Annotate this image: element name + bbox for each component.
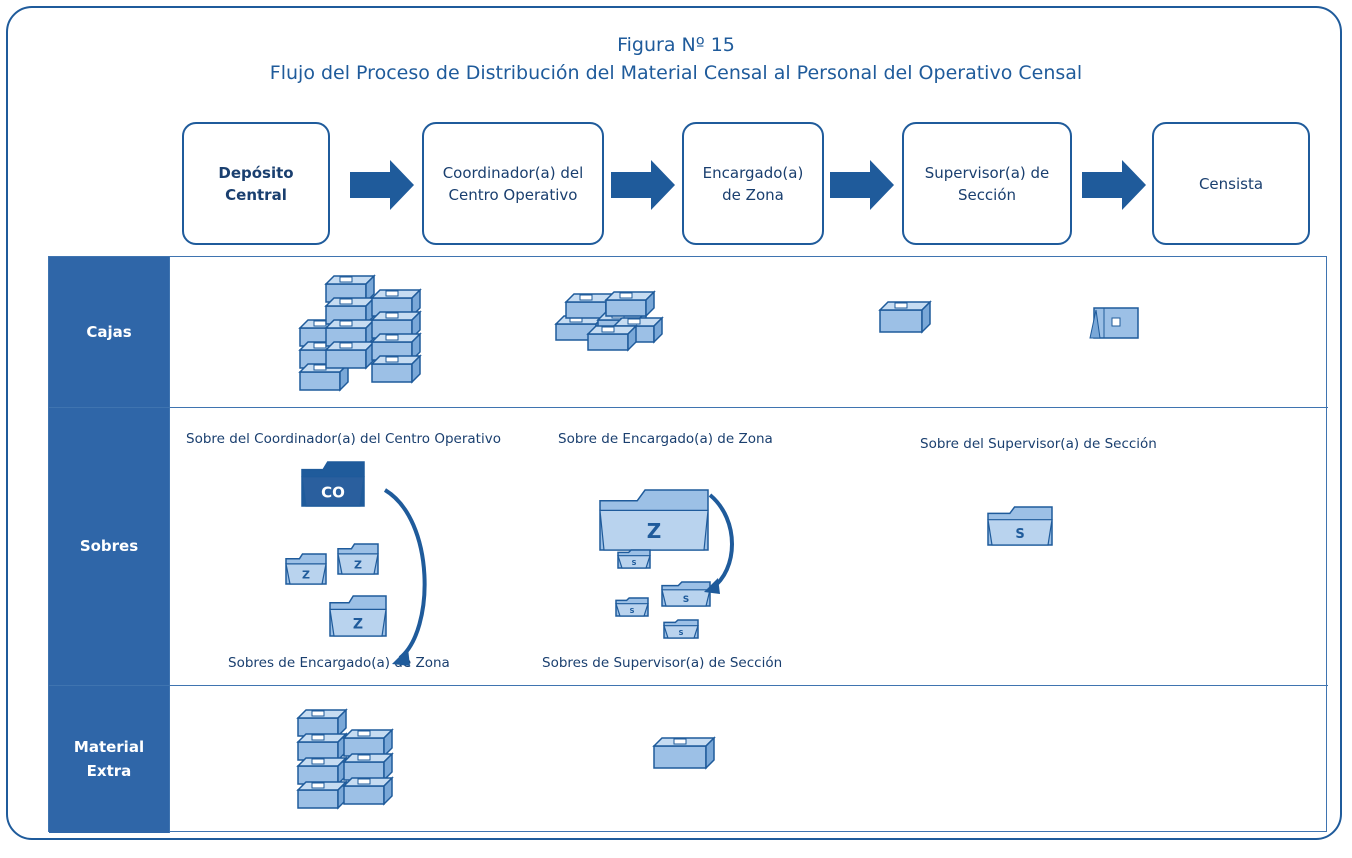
row-label-cajas: Cajas xyxy=(49,257,169,407)
section-envelope-icon: S xyxy=(615,597,649,617)
svg-text:Z: Z xyxy=(354,559,362,572)
row-label-sobres: Sobres xyxy=(49,407,169,685)
box-single-icon xyxy=(878,300,932,334)
flow-box-deposito-central: Depósito Central xyxy=(182,122,330,245)
svg-text:S: S xyxy=(631,559,636,567)
svg-text:S: S xyxy=(683,595,689,605)
row-label-material-extra: Material Extra xyxy=(49,685,169,833)
flow-box-encargado-zona: Encargado(a) de Zona xyxy=(682,122,824,245)
zone-envelope-icon: Z xyxy=(599,489,709,551)
section-envelope-icon: S xyxy=(663,619,699,639)
svg-text:Z: Z xyxy=(353,616,363,632)
row-divider xyxy=(49,685,1328,686)
flow-arrow-icon xyxy=(1082,160,1146,210)
caption-co-envelope: Sobre del Coordinador(a) del Centro Oper… xyxy=(186,431,501,447)
zone-envelope-icon: Z xyxy=(329,595,387,637)
zone-envelope-icon: Z xyxy=(337,543,379,575)
svg-text:S: S xyxy=(629,607,634,615)
svg-text:CO: CO xyxy=(321,483,345,501)
figure-title: Flujo del Proceso de Distribución del Ma… xyxy=(269,62,1083,84)
section-envelope-icon: S xyxy=(987,506,1053,546)
boxes-large-stack-icon xyxy=(298,274,422,392)
extra-boxes-stack-icon xyxy=(296,708,394,810)
caption-section-envelopes: Sobres de Supervisor(a) de Sección xyxy=(542,655,783,671)
curved-arrow-icon xyxy=(383,488,427,666)
briefcase-icon xyxy=(1089,307,1139,339)
flow-box-supervisor-seccion: Supervisor(a) de Sección xyxy=(902,122,1072,245)
caption-section-envelope: Sobre del Supervisor(a) de Sección xyxy=(920,436,1157,452)
caption-zone-envelope: Sobre de Encargado(a) de Zona xyxy=(558,431,773,447)
svg-text:S: S xyxy=(678,629,683,637)
flow-box-coordinador: Coordinador(a) del Centro Operativo xyxy=(422,122,604,245)
flow-arrow-icon xyxy=(350,160,414,210)
svg-text:S: S xyxy=(1015,527,1024,542)
zone-envelope-icon: Z xyxy=(285,553,327,585)
row-divider xyxy=(49,407,1328,408)
caption-zone-envelopes: Sobres de Encargado(a) de Zona xyxy=(228,655,450,671)
co-envelope-icon: CO xyxy=(301,461,365,507)
extra-box-single-icon xyxy=(652,736,716,770)
flow-box-censista: Censista xyxy=(1152,122,1310,245)
distribution-table: Cajas Sobres Material Extra xyxy=(48,256,1328,833)
svg-text:Z: Z xyxy=(302,569,310,582)
figure-frame xyxy=(6,6,1342,840)
section-envelope-icon: S xyxy=(617,549,651,569)
column-divider xyxy=(169,257,170,833)
boxes-medium-stack-icon xyxy=(554,290,664,352)
figure-number: Figura Nº 15 xyxy=(617,34,735,56)
flow-arrow-icon xyxy=(830,160,894,210)
flow-arrow-icon xyxy=(611,160,675,210)
svg-text:Z: Z xyxy=(647,519,662,543)
curved-arrow-icon xyxy=(704,493,734,594)
section-envelope-icon: S xyxy=(661,581,711,607)
